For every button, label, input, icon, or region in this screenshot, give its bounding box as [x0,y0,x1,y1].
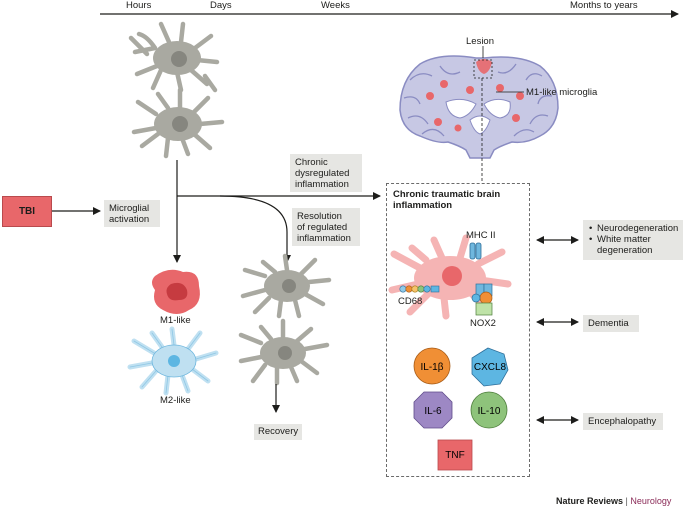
dementia-box: Dementia [583,315,639,332]
credit-separator: | [623,496,631,506]
neurodegeneration-item: Neurodegeneration [589,223,678,234]
recovery-microglia-1 [240,253,332,319]
m1-microglia-label: M1-like microglia [526,87,598,98]
timeline-weeks: Weeks [321,0,350,11]
svg-text:IL-10: IL-10 [478,406,501,417]
timeline-days: Days [210,0,232,11]
svg-text:TNF: TNF [445,450,464,461]
recovery-box: Recovery [254,424,302,440]
nox2-label: NOX2 [470,318,496,329]
m1-like-label: M1-like [160,315,191,326]
cd68-label: CD68 [398,296,423,307]
cxcl8-cytokine: CXCL8 [471,347,509,387]
encephalopathy-box: Encephalopathy [583,413,663,430]
svg-text:IL-1β: IL-1β [421,362,444,373]
recovery-microglia-2 [238,318,330,386]
timeline-hours: Hours [126,0,152,11]
lesion-label: Lesion [466,36,494,47]
chronic-dysregulated-box: Chronic dysregulated inflammation [290,154,362,192]
credit-publisher: Nature Reviews [556,496,624,506]
m2-like-label: M2-like [160,395,191,406]
mhc-ii-label: MHC II [466,230,496,241]
mhc-ii-receptor-b [475,242,482,260]
il10-cytokine: IL-10 [470,391,508,429]
il1b-cytokine: IL-1β [413,347,451,385]
svg-text:CXCL8: CXCL8 [474,362,507,373]
il6-cytokine: IL-6 [413,391,453,429]
brain-coronal-section [399,55,559,159]
chronic-box-title: Chronic traumatic brain inflammation [393,189,501,211]
nox2-complex [471,283,493,316]
journal-credit: Nature Reviews | Neurology [556,496,671,506]
tbi-box: TBI [2,196,52,227]
resolution-box: Resolution of regulated inflammation [292,208,360,246]
timeline-months-years: Months to years [570,0,638,11]
credit-journal: Neurology [630,496,672,506]
arrow-to-resolution [219,195,291,263]
mhc-ii-receptor-a [469,242,476,260]
svg-text:IL-6: IL-6 [424,406,442,417]
microglial-activation-box: Microglial activation [104,200,160,227]
m1-microglia-cell [152,269,200,314]
neurodegeneration-box: Neurodegeneration White matter degenerat… [583,220,683,260]
m2-microglia-cell [127,326,219,396]
chronic-inflammation-box [386,183,530,477]
cd68-marker [399,285,440,293]
white-matter-item: White matter degeneration [589,234,678,256]
resting-microglia-1 [128,21,220,93]
resting-microglia-2 [131,87,225,159]
lesion-marker [473,59,493,79]
tnf-cytokine: TNF [437,439,473,471]
